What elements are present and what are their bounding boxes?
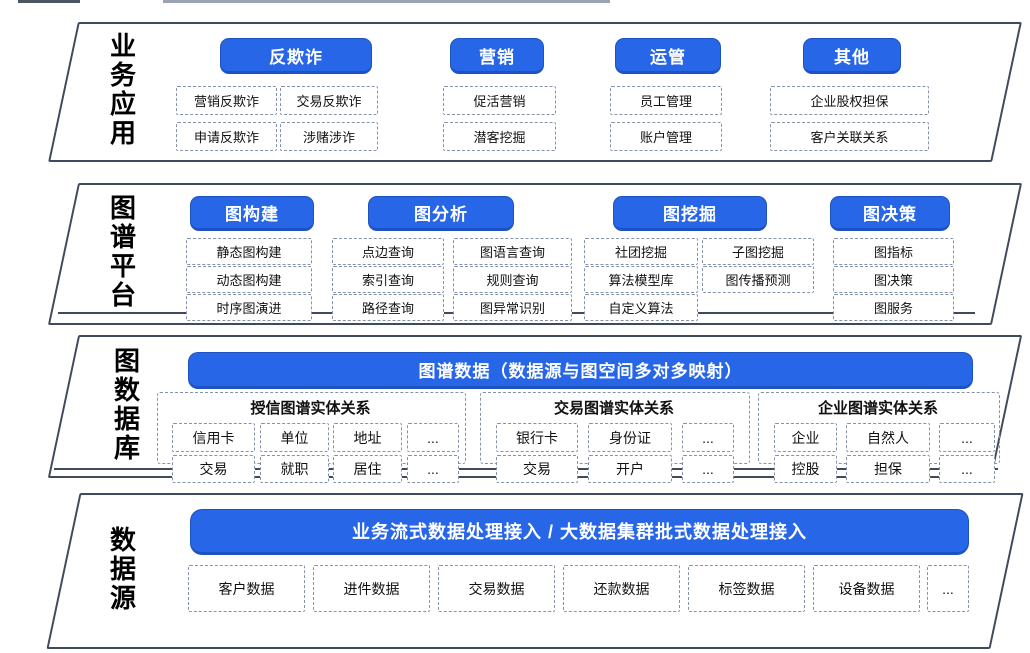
entity-group-credit-title: 授信图谱实体关系 [250,399,371,417]
layer-business-apps: 业务应用 反欺诈 营销反欺诈 交易反欺诈 申请反欺诈 涉赌涉诈 营销 促活营销 … [0,22,1030,162]
data-ingest-bar: 业务流式数据处理接入 / 大数据集群批式数据处理接入 [190,509,969,555]
platform-item: 子图挖掘 [702,238,814,265]
app-item: 申请反欺诈 [176,122,277,151]
app-item: 员工管理 [610,86,722,115]
category-graph-decision: 图决策 [830,196,950,231]
entity-node: 自然人 [846,423,930,452]
entity-node: ... [682,423,734,452]
layer-graph-db: 图数据库 图谱数据（数据源与图空间多对多映射） 授信图谱实体关系 信用卡 单位 … [0,335,1030,483]
category-antifraud: 反欺诈 [220,38,372,74]
graph-data-bar: 图谱数据（数据源与图空间多对多映射） [188,352,973,389]
category-graph-analysis: 图分析 [368,196,514,231]
relation-node: 担保 [846,455,930,483]
relation-node: 控股 [774,455,837,483]
relation-node: 就职 [260,455,329,483]
platform-item: 图指标 [833,238,954,265]
datasource-item: 还款数据 [563,565,680,612]
relation-node: ... [682,455,734,483]
app-item: 促活营销 [443,86,556,115]
category-graph-mining: 图挖掘 [613,196,767,231]
relation-node: ... [407,455,459,483]
platform-item: 图语言查询 [453,238,572,265]
top-edge-artifact-dark [18,0,80,3]
platform-item: 动态图构建 [186,266,312,293]
app-item: 企业股权担保 [770,86,929,115]
platform-item: 图服务 [833,294,954,321]
relation-node: ... [939,455,995,483]
category-marketing: 营销 [450,38,544,74]
app-item: 潜客挖掘 [443,122,556,151]
entity-node: 身份证 [588,423,672,452]
top-edge-artifact-gray [163,0,610,3]
app-item: 涉赌涉诈 [280,122,378,151]
layer-graph-db-label: 图数据库 [110,346,141,463]
category-graph-build: 图构建 [190,196,314,231]
datasource-item: 交易数据 [438,565,555,612]
entity-node: 银行卡 [496,423,578,452]
platform-item: 路径查询 [332,294,444,321]
relation-node: 开户 [588,455,672,483]
entity-node: 信用卡 [172,423,255,452]
platform-item: 时序图演进 [186,294,312,321]
platform-item: 自定义算法 [584,294,698,321]
platform-item: 图决策 [833,266,954,293]
app-item: 营销反欺诈 [176,86,277,115]
platform-item: 规则查询 [453,266,572,293]
platform-item: 索引查询 [332,266,444,293]
datasource-item: 进件数据 [313,565,430,612]
platform-item: 静态图构建 [186,238,312,265]
category-others: 其他 [803,38,901,74]
platform-item: 图异常识别 [453,294,572,321]
platform-item: 算法模型库 [584,266,698,293]
entity-node: 企业 [774,423,837,452]
datasource-item: 标签数据 [688,565,805,612]
entity-node: ... [407,423,459,452]
relation-node: 交易 [496,455,578,483]
layer-data-source-label: 数据源 [106,525,137,613]
layer-data-source: 数据源 业务流式数据处理接入 / 大数据集群批式数据处理接入 客户数据 进件数据… [0,493,1030,649]
entity-node: 地址 [333,423,402,452]
app-item: 账户管理 [610,122,722,151]
app-item: 交易反欺诈 [280,86,378,115]
entity-node: ... [939,423,995,452]
layer-graph-platform-label: 图谱平台 [106,194,137,310]
platform-item: 图传播预测 [702,266,814,293]
relation-node: 居住 [333,455,402,483]
entity-node: 单位 [260,423,329,452]
datasource-item: ... [927,565,969,612]
layer-business-apps-label: 业务应用 [106,32,137,148]
category-operations: 运管 [615,38,721,74]
platform-item: 社团挖掘 [584,238,698,265]
datasource-item: 客户数据 [188,565,305,612]
relation-node: 交易 [172,455,255,483]
app-item: 客户关联关系 [770,122,929,151]
platform-item: 点边查询 [332,238,444,265]
entity-group-enterprise-title: 企业图谱实体关系 [817,399,938,417]
entity-group-transaction-title: 交易图谱实体关系 [553,399,674,417]
datasource-item: 设备数据 [813,565,920,612]
layer-graph-platform: 图谱平台 图构建 图分析 图挖掘 图决策 静态图构建 动态图构建 时序图演进 点… [0,183,1030,325]
